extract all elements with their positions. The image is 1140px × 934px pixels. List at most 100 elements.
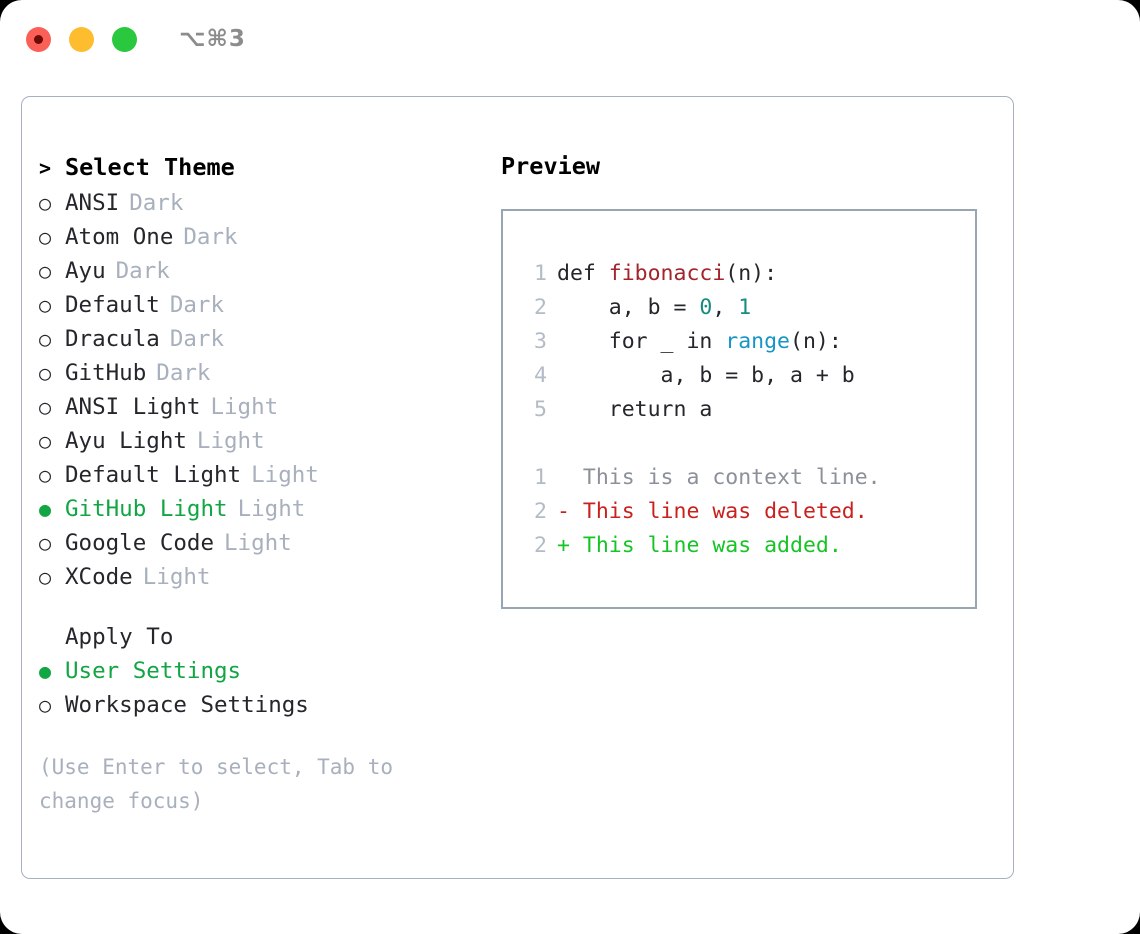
line-number: 3 [534,329,547,354]
close-button[interactable] [26,26,51,52]
line-number: 1 [534,261,547,286]
diff-marker: - [557,499,570,524]
radio-unselected-icon: ○ [39,225,52,249]
theme-item-variant: Light [251,462,319,488]
minimize-button[interactable] [69,26,94,52]
theme-item-variant: Light [224,530,292,556]
code-token: a, b = b, a + b [557,363,855,388]
line-number: 5 [534,397,547,422]
line-number: 2 [534,295,547,320]
line-number: 2 [534,499,547,524]
theme-item-label: Atom One [65,224,174,250]
theme-list-item[interactable]: ○ ANSI Dark [39,186,499,220]
radio-unselected-icon: ○ [39,395,52,419]
theme-item-variant: Dark [156,360,211,386]
apply-to-header: ○ Apply To [39,620,499,654]
maximize-button[interactable] [112,26,137,52]
radio-unselected-icon: ○ [39,429,52,453]
code-line: 2 a, b = 0, 1 [521,291,975,325]
radio-selected-icon: ● [39,497,52,521]
diff-sample: 1 This is a context line. 2- This line wa… [521,461,975,563]
code-token: , [712,295,739,320]
theme-item-variant: Light [142,564,211,590]
theme-list-item[interactable]: ○ Atom One Dark [39,220,499,254]
radio-unselected-icon: ○ [39,191,52,215]
apply-to-item-label: Workspace Settings [65,692,309,718]
radio-unselected-icon: ○ [39,327,52,351]
code-token: range [725,329,791,354]
apply-to-header-label: Apply To [65,624,174,650]
theme-item-label: ANSI [65,190,120,216]
theme-item-label: Dracula [65,326,160,352]
code-token: def [557,261,609,286]
code-token: (n): [790,329,842,354]
theme-item-variant: Light [210,394,279,420]
title-bar: ⌥⌘3 [0,0,1140,78]
apply-to-item[interactable]: ● User Settings [39,654,499,688]
theme-item-label: Ayu [65,258,106,284]
code-token: for _ in [557,329,726,354]
diff-text: This line was deleted. [569,499,868,524]
close-icon [34,34,43,44]
preview-spacer [521,427,975,461]
theme-item-variant: Dark [169,326,225,352]
theme-list-header: > Select Theme [39,149,499,186]
theme-list-item[interactable]: ○ Dracula Dark [39,322,499,356]
diff-text: This line was added. [569,533,842,558]
theme-item-variant: Dark [169,292,225,318]
spacer-icon: ○ [39,620,65,654]
radio-unselected-icon: ○ [39,463,52,487]
theme-item-variant: Dark [129,190,184,216]
line-number: 2 [534,533,547,558]
line-number: 1 [534,465,547,490]
theme-list-header-label: Select Theme [65,153,235,181]
code-token: 0 [699,295,713,320]
theme-item-label: Default Light [65,462,242,488]
apply-to-item-label: User Settings [65,658,242,684]
theme-item-label: XCode [65,564,133,590]
radio-unselected-icon: ○ [39,361,52,385]
prompt-caret-icon: > [39,156,52,180]
theme-item-variant: Dark [183,224,238,250]
theme-list-item[interactable]: ○ Ayu Dark [39,254,499,288]
diff-text: This is a context line. [569,465,881,490]
radio-selected-icon: ● [39,659,52,683]
diff-line: 2 + This line was added. [521,529,975,563]
window-controls [26,26,137,52]
keyboard-hint: (Use Enter to select, Tab to change focu… [39,755,394,813]
theme-item-variant: Dark [115,258,170,284]
code-token: return a [557,397,713,422]
theme-list-item[interactable]: ○ Default Light Light [39,458,499,492]
apply-to-item[interactable]: ○ Workspace Settings [39,688,499,722]
diff-marker [557,461,570,495]
radio-unselected-icon: ○ [39,693,52,717]
radio-unselected-icon: ○ [39,259,52,283]
code-line: 3 for _ in range(n): [521,325,975,359]
theme-list-item[interactable]: ○ GitHub Dark [39,356,499,390]
theme-item-label: Default [65,292,160,318]
code-token: fibonacci [608,261,726,286]
theme-item-label: GitHub [65,360,147,386]
theme-item-label: Ayu Light [65,428,187,454]
apply-to-section: ○ Apply To ●User Settings○Workspace Sett… [39,620,499,722]
diff-marker: + [557,533,570,558]
window-title-shortcut: ⌥⌘3 [179,26,246,52]
apply-to-list: ● User Settings ○ Workspace Settings [39,654,499,722]
diff-line: 1 This is a context line. [521,461,975,495]
theme-item-label: GitHub Light [65,496,228,522]
code-token: 1 [738,295,752,320]
